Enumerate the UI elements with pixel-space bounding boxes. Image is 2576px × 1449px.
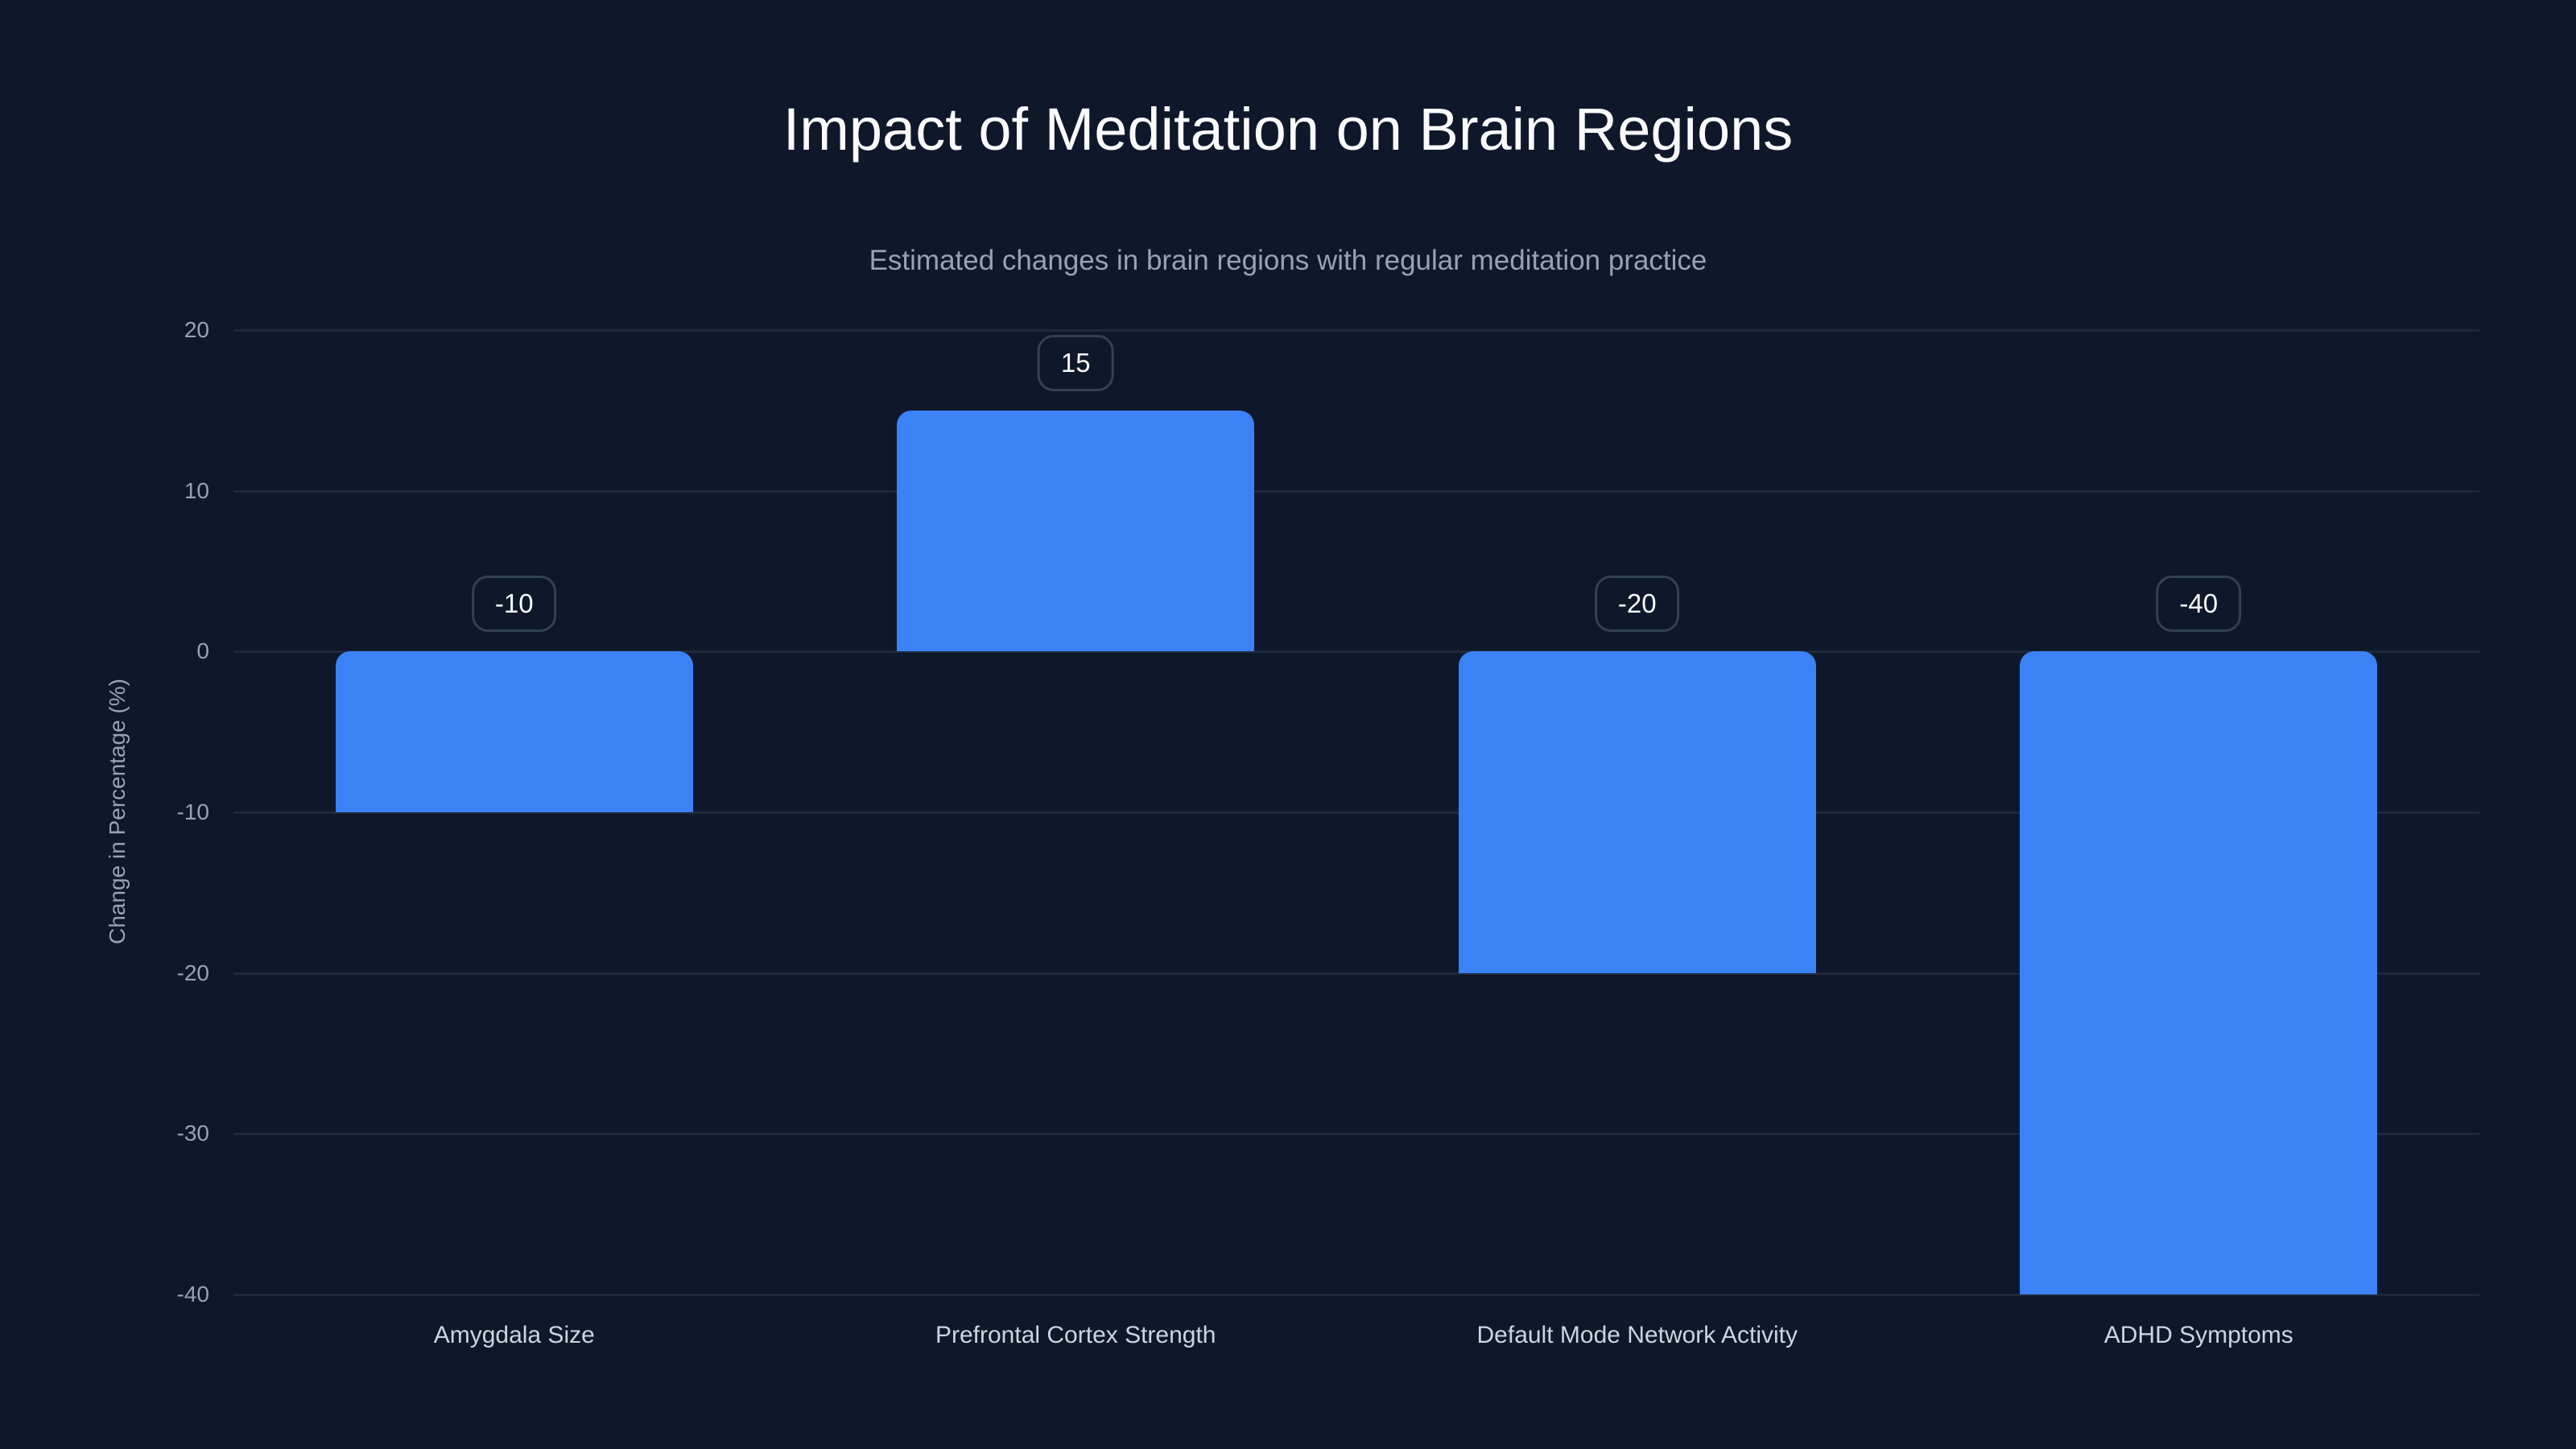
y-tick-label: -40 (176, 1282, 209, 1307)
data-label-badge: -20 (1594, 576, 1680, 633)
x-tick-label: Default Mode Network Activity (1476, 1322, 1798, 1348)
y-tick-label: -20 (176, 960, 209, 985)
gridline (233, 1133, 2479, 1136)
y-tick-label: -30 (176, 1121, 209, 1146)
data-label-badge: -10 (471, 576, 557, 633)
y-tick-label: -10 (176, 799, 209, 824)
gridline (233, 1294, 2479, 1296)
chart-subtitle: Estimated changes in brain regions with … (869, 245, 1707, 276)
x-tick-label: Amygdala Size (433, 1322, 595, 1348)
gridline (233, 489, 2479, 493)
y-tick-label: 0 (196, 638, 209, 664)
y-tick-label: 20 (184, 317, 209, 342)
gridline (233, 650, 2479, 654)
data-label-badge: 15 (1037, 334, 1114, 391)
data-label-badge: -40 (2156, 576, 2242, 633)
x-tick-label: ADHD Symptoms (2103, 1322, 2293, 1348)
gridline (233, 329, 2479, 332)
gridline (233, 972, 2479, 975)
bar[interactable] (897, 410, 1255, 652)
y-tick-label: 10 (184, 477, 209, 503)
bar[interactable] (1458, 651, 1816, 973)
bar[interactable] (335, 651, 693, 812)
gridline (233, 811, 2479, 814)
chart-title: Impact of Meditation on Brain Regions (782, 96, 1794, 163)
x-tick-label: Prefrontal Cortex Strength (935, 1322, 1216, 1348)
bar[interactable] (2020, 651, 2378, 1294)
